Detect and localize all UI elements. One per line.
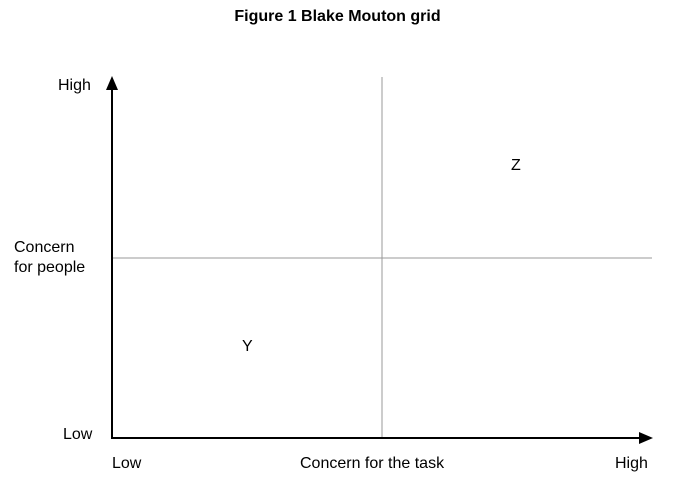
point-z-label: Z [511, 157, 521, 174]
x-axis-title: Concern for the task [300, 455, 445, 472]
x-axis-high-label: High [615, 455, 648, 472]
x-axis-low-label: Low [112, 455, 142, 472]
point-y-label: Y [242, 338, 253, 355]
figure-title: Figure 1 Blake Mouton grid [234, 8, 441, 25]
y-axis-high-label: High [58, 77, 91, 94]
y-axis-low-label: Low [63, 426, 93, 443]
y-axis-title-line1: Concern [14, 239, 75, 256]
y-axis-arrow-icon [106, 76, 118, 90]
y-axis-title-line2: for people [14, 259, 86, 276]
x-axis-arrow-icon [639, 432, 653, 444]
